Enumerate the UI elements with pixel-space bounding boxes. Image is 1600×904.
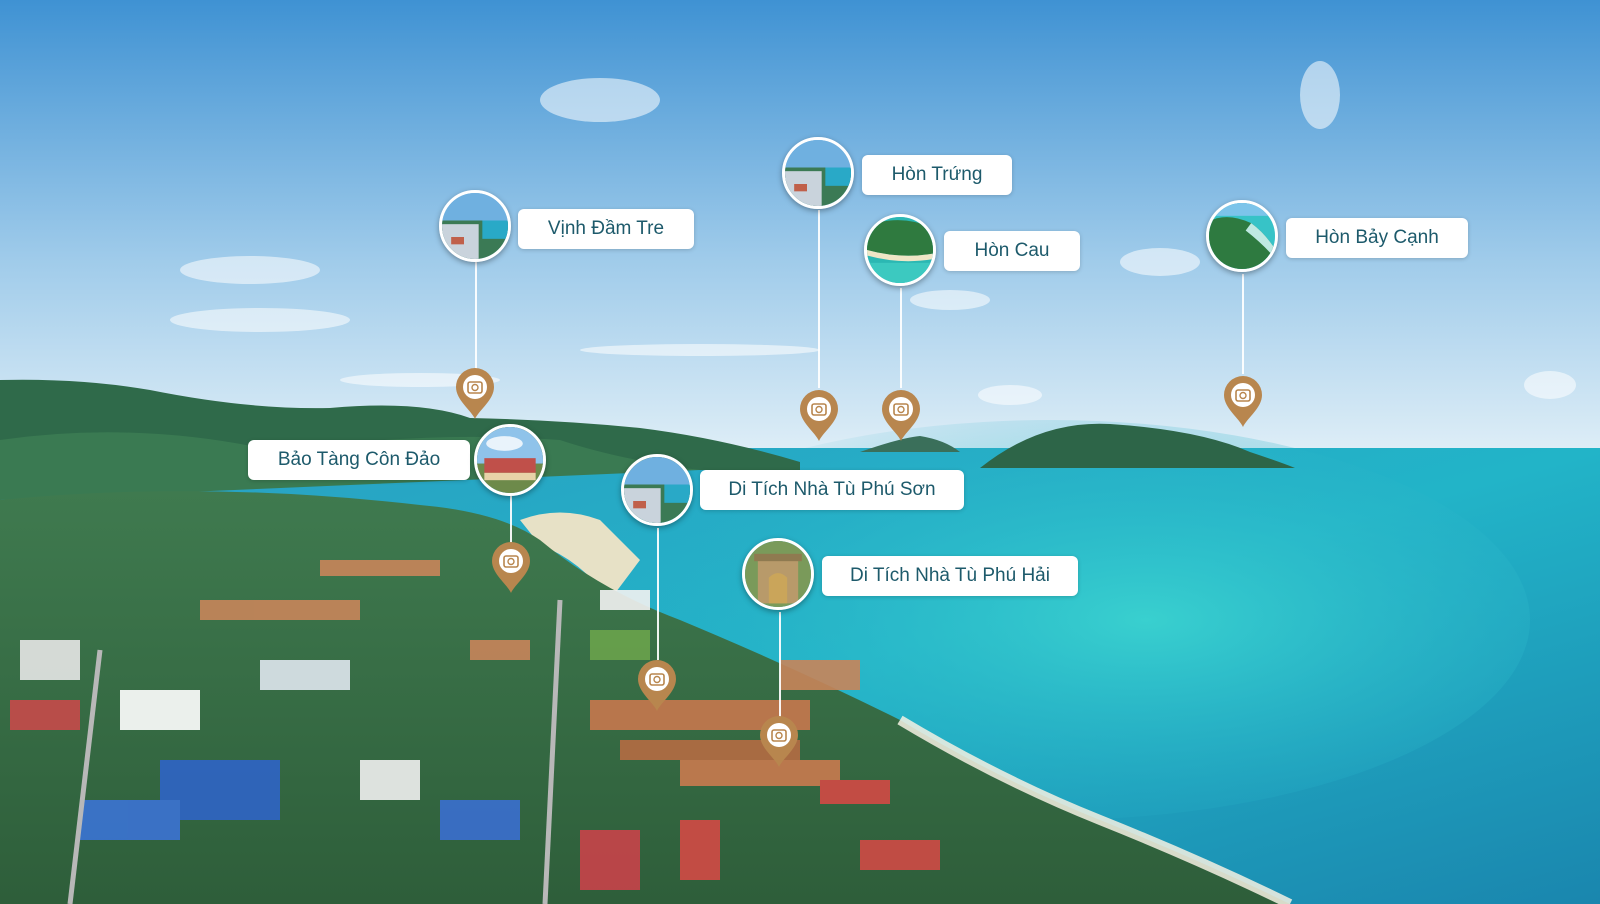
- green-island-thumbnail[interactable]: [1206, 200, 1278, 272]
- hotspot-label[interactable]: Vịnh Đầm Tre: [518, 209, 694, 249]
- connector-line: [900, 288, 902, 388]
- hotspot-label[interactable]: Bảo Tàng Côn Đảo: [248, 440, 470, 480]
- hotspot-label[interactable]: Di Tích Nhà Tù Phú Sơn: [700, 470, 964, 510]
- connector-line: [510, 496, 512, 546]
- connector-line: [1242, 274, 1244, 374]
- 360-panorama-icon[interactable]: [798, 388, 840, 442]
- connector-line: [475, 262, 477, 370]
- aerial-town-thumbnail[interactable]: [621, 454, 693, 526]
- 360-panorama-icon[interactable]: [636, 658, 678, 712]
- aerial-town-thumbnail[interactable]: [782, 137, 854, 209]
- 360-panorama-icon[interactable]: [1222, 374, 1264, 428]
- 360-panorama-icon[interactable]: [880, 388, 922, 442]
- connector-line: [779, 612, 781, 718]
- connector-line: [657, 528, 659, 660]
- hotspot-label[interactable]: Hòn Trứng: [862, 155, 1012, 195]
- 360-panorama-icon[interactable]: [490, 540, 532, 594]
- prison-gate-thumbnail[interactable]: [742, 538, 814, 610]
- 360-panorama-icon[interactable]: [758, 714, 800, 768]
- hotspot-label[interactable]: Di Tích Nhà Tù Phú Hải: [822, 556, 1078, 596]
- 360-panorama-icon[interactable]: [454, 366, 496, 420]
- green-island-thumbnail[interactable]: [864, 214, 936, 286]
- connector-line: [818, 210, 820, 388]
- aerial-town-thumbnail[interactable]: [439, 190, 511, 262]
- hotspot-label[interactable]: Hòn Cau: [944, 231, 1080, 271]
- hotspot-label[interactable]: Hòn Bảy Cạnh: [1286, 218, 1468, 258]
- museum-building-thumbnail[interactable]: [474, 424, 546, 496]
